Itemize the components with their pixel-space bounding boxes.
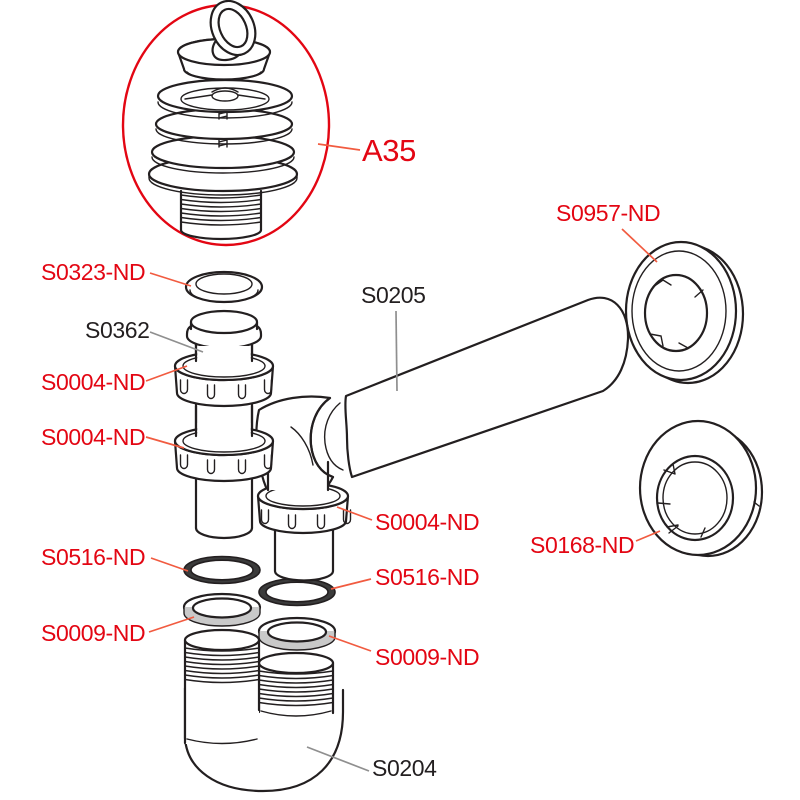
part-nut-s0004-upper [173, 342, 275, 408]
part-label-s0009-nd-right: S0009-ND [375, 644, 480, 670]
part-label-s0004-nd-2: S0004-ND [41, 424, 146, 450]
part-flange-s0957 [624, 240, 745, 385]
part-nut-s0004-elbow [256, 460, 352, 535]
part-ubend-s0204 [183, 628, 345, 793]
part-label-s0205: S0205 [361, 282, 426, 308]
part-label-s0362: S0362 [85, 317, 150, 343]
part-label-s0004-nd-1: S0004-ND [41, 369, 146, 395]
part-label-s0168-nd: S0168-ND [530, 532, 635, 558]
part-label-s0516-nd-left: S0516-ND [41, 544, 146, 570]
part-washer-right-s0009 [257, 616, 337, 651]
part-tube-s0205 [344, 296, 630, 479]
part-ring-s0168 [638, 419, 764, 558]
part-oring-right-s0516 [258, 577, 336, 607]
part-elbow-and-tube [255, 296, 630, 582]
part-label-s0204: S0204 [372, 755, 437, 781]
part-gasket-s0323 [184, 270, 264, 304]
part-label-a35: A35 [362, 133, 416, 168]
part-washer-left-s0009 [182, 592, 262, 627]
part-drain-assembly-a35 [147, 0, 299, 241]
part-label-s0516-nd-right: S0516-ND [375, 564, 480, 590]
part-label-s0957-nd: S0957-ND [556, 200, 661, 226]
part-label-s0009-nd-left: S0009-ND [41, 620, 146, 646]
part-oring-left-s0516 [183, 555, 261, 585]
part-label-s0004-nd-3: S0004-ND [375, 509, 480, 535]
part-label-s0323-nd: S0323-ND [41, 259, 146, 285]
part-nut-s0004-lower [173, 404, 275, 483]
leader-lines [145, 143, 661, 772]
